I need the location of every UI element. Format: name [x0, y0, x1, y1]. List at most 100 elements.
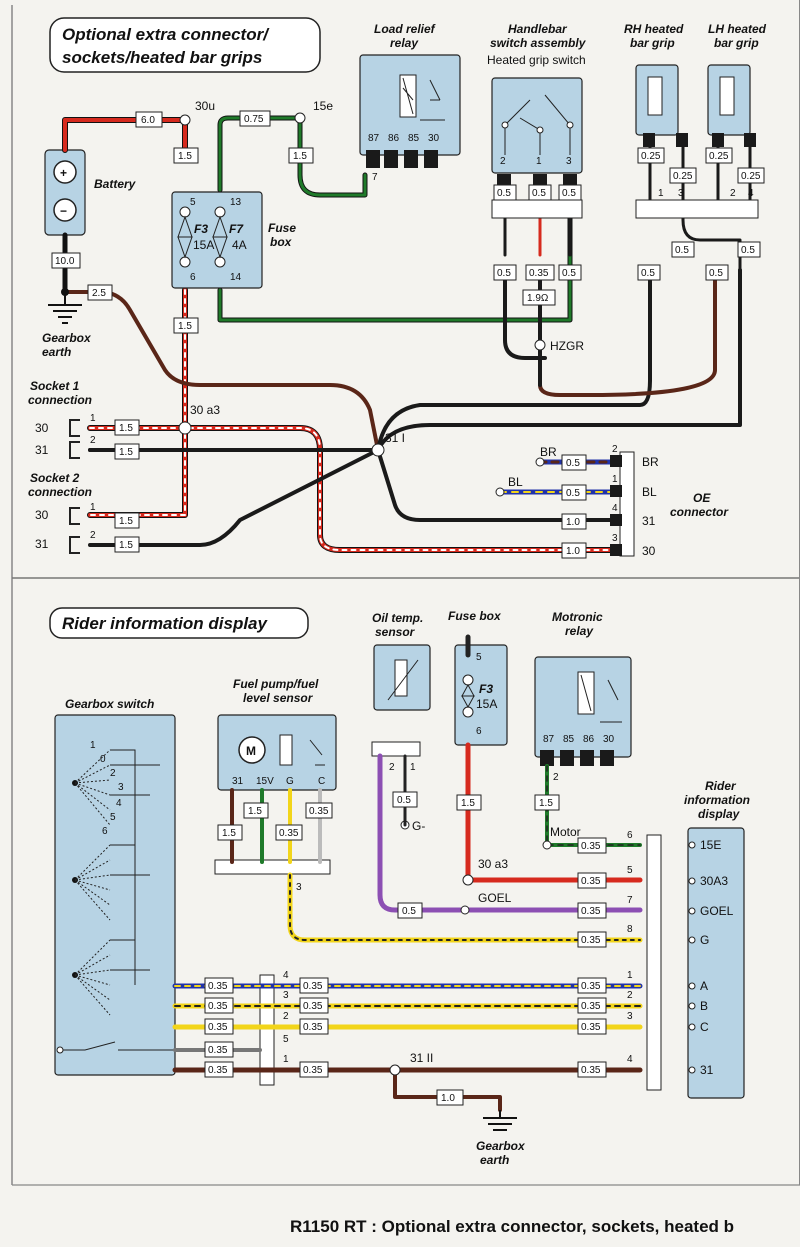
wire-tag: 0.35	[577, 837, 607, 854]
wire-tag: 1.5	[456, 794, 482, 811]
battery-plus-label: +	[60, 166, 67, 180]
svg-text:1.9Ω: 1.9Ω	[527, 293, 549, 304]
gearbox-earth-2-line1: Gearbox	[476, 1139, 526, 1153]
wire-tag: 0.5	[392, 791, 418, 808]
battery-label: Battery	[94, 177, 137, 191]
svg-text:0.5: 0.5	[532, 188, 546, 199]
svg-text:0.5: 0.5	[641, 268, 655, 279]
wire-tag: 1.5	[114, 443, 140, 460]
node-31i-icon	[371, 443, 385, 457]
svg-text:0.35: 0.35	[303, 1022, 323, 1033]
fuse-pin-14: 14	[230, 272, 242, 283]
fuse2-pin-5: 5	[476, 652, 482, 663]
fuse-pin-6: 6	[190, 272, 196, 283]
terminal-15e-icon	[294, 112, 306, 124]
fuse-f3-rating: 15A	[193, 238, 214, 252]
fuel-pin-c: C	[318, 776, 325, 787]
socket2-line2: connection	[28, 485, 92, 499]
node-30a3-icon	[178, 421, 192, 435]
svg-text:6.0: 6.0	[141, 115, 155, 126]
svg-text:0.5: 0.5	[562, 268, 576, 279]
fuse-f3-label: F3	[194, 222, 208, 236]
g-minus-label: G-	[412, 819, 425, 833]
gearbox-switch	[54, 714, 176, 1076]
svg-text:0.5: 0.5	[562, 188, 576, 199]
motronic-pin-2: 2	[553, 772, 559, 783]
fuse2-f3-rating: 15A	[476, 697, 497, 711]
gear-num-2: 2	[110, 768, 116, 779]
wire-tag: 0.5	[561, 454, 587, 471]
svg-text:1.5: 1.5	[119, 540, 133, 551]
svg-text:0.35: 0.35	[581, 981, 601, 992]
wire-tag: 0.35	[577, 931, 607, 948]
wire-tag: 1.5	[114, 512, 140, 529]
fuse2-f3-label: F3	[479, 682, 493, 696]
svg-text:0.35: 0.35	[581, 876, 601, 887]
svg-text:0.35: 0.35	[208, 1001, 228, 1012]
motronic-line1: Motronic	[552, 610, 603, 624]
svg-text:0.25: 0.25	[641, 151, 661, 162]
wire-tag: 0.5	[493, 264, 517, 281]
rid-line1: Rider	[705, 779, 737, 793]
wire-tag: 0.25	[737, 167, 765, 184]
node-30a3-1: 30 a3	[190, 403, 220, 417]
wire-tag: 0.35	[204, 1018, 234, 1035]
grip-pin-2: 2	[730, 188, 736, 199]
bl-node-icon	[495, 487, 505, 497]
motor-node-icon	[542, 840, 552, 850]
rider-info-display: 15E 30A3 GOEL G A B C 31	[687, 827, 745, 1099]
oil-pin-2: 2	[389, 762, 395, 773]
gearbox-earth-2-line2: earth	[480, 1153, 509, 1167]
section2-title-text: Rider information display	[62, 614, 269, 633]
svg-text:0.35: 0.35	[208, 1045, 228, 1056]
hzgr-label: HZGR	[550, 339, 584, 353]
rid-term-c: C	[700, 1020, 709, 1034]
grip-pin-1: 1	[658, 188, 664, 199]
mid-pin-5: 5	[283, 1034, 289, 1045]
svg-text:1.5: 1.5	[119, 447, 133, 458]
relay-pin-85: 85	[408, 133, 420, 144]
oe-term-br: BR	[642, 455, 659, 469]
svg-text:0.35: 0.35	[581, 906, 601, 917]
socket1-line2: connection	[28, 393, 92, 407]
oil-temp-sensor: 2 1	[371, 644, 431, 773]
oe-pin-3: 3	[612, 533, 618, 544]
gear-num-0: 0	[100, 754, 106, 765]
gearbox-earth-1-line1: Gearbox	[42, 331, 92, 345]
svg-text:0.35: 0.35	[208, 1065, 228, 1076]
svg-text:1.5: 1.5	[119, 423, 133, 434]
wire-tag: 0.5	[637, 264, 661, 281]
oe-connector	[610, 451, 635, 557]
wire-tag: 0.35	[299, 1018, 329, 1035]
node-30a3-2-icon	[462, 874, 474, 886]
fuse-pin-13: 13	[230, 197, 242, 208]
wire-tag: 0.25	[669, 167, 697, 184]
fuel-line2: level sensor	[243, 691, 314, 705]
gear-num-3: 3	[118, 782, 124, 793]
rid-term-15e: 15E	[700, 838, 721, 852]
oe-term-30: 30	[642, 544, 656, 558]
socket1-term-30: 30	[35, 421, 49, 435]
wire-tag: 1.9Ω	[522, 289, 556, 306]
motronic-pin-86: 86	[583, 734, 595, 745]
battery-minus-icon	[53, 198, 77, 222]
relay-pin-30: 30	[428, 133, 440, 144]
fuse-f7-rating: 4A	[232, 238, 247, 252]
fuse2-pin-6: 6	[476, 726, 482, 737]
wire-tag: 0.75	[239, 110, 271, 127]
svg-text:0.5: 0.5	[741, 245, 755, 256]
wire-tag: 0.35	[577, 902, 607, 919]
fuse-box-1: F3 15A F7 4A 5 13 6 14	[171, 191, 263, 289]
switch-pin-2: 2	[500, 156, 506, 167]
footer-caption: R1150 RT : Optional extra connector, soc…	[290, 1217, 734, 1236]
socket1-pin-2: 2	[90, 435, 96, 446]
fuel-line1: Fuel pump/fuel	[233, 677, 319, 691]
oe-pin-1: 1	[612, 474, 618, 485]
oil-line2: sensor	[375, 625, 416, 639]
svg-text:0.5: 0.5	[402, 906, 416, 917]
socket2-term-31: 31	[35, 537, 49, 551]
wire-tag: 0.25	[705, 147, 733, 164]
wire-tag: 0.35	[204, 997, 234, 1014]
svg-text:1.5: 1.5	[119, 516, 133, 527]
